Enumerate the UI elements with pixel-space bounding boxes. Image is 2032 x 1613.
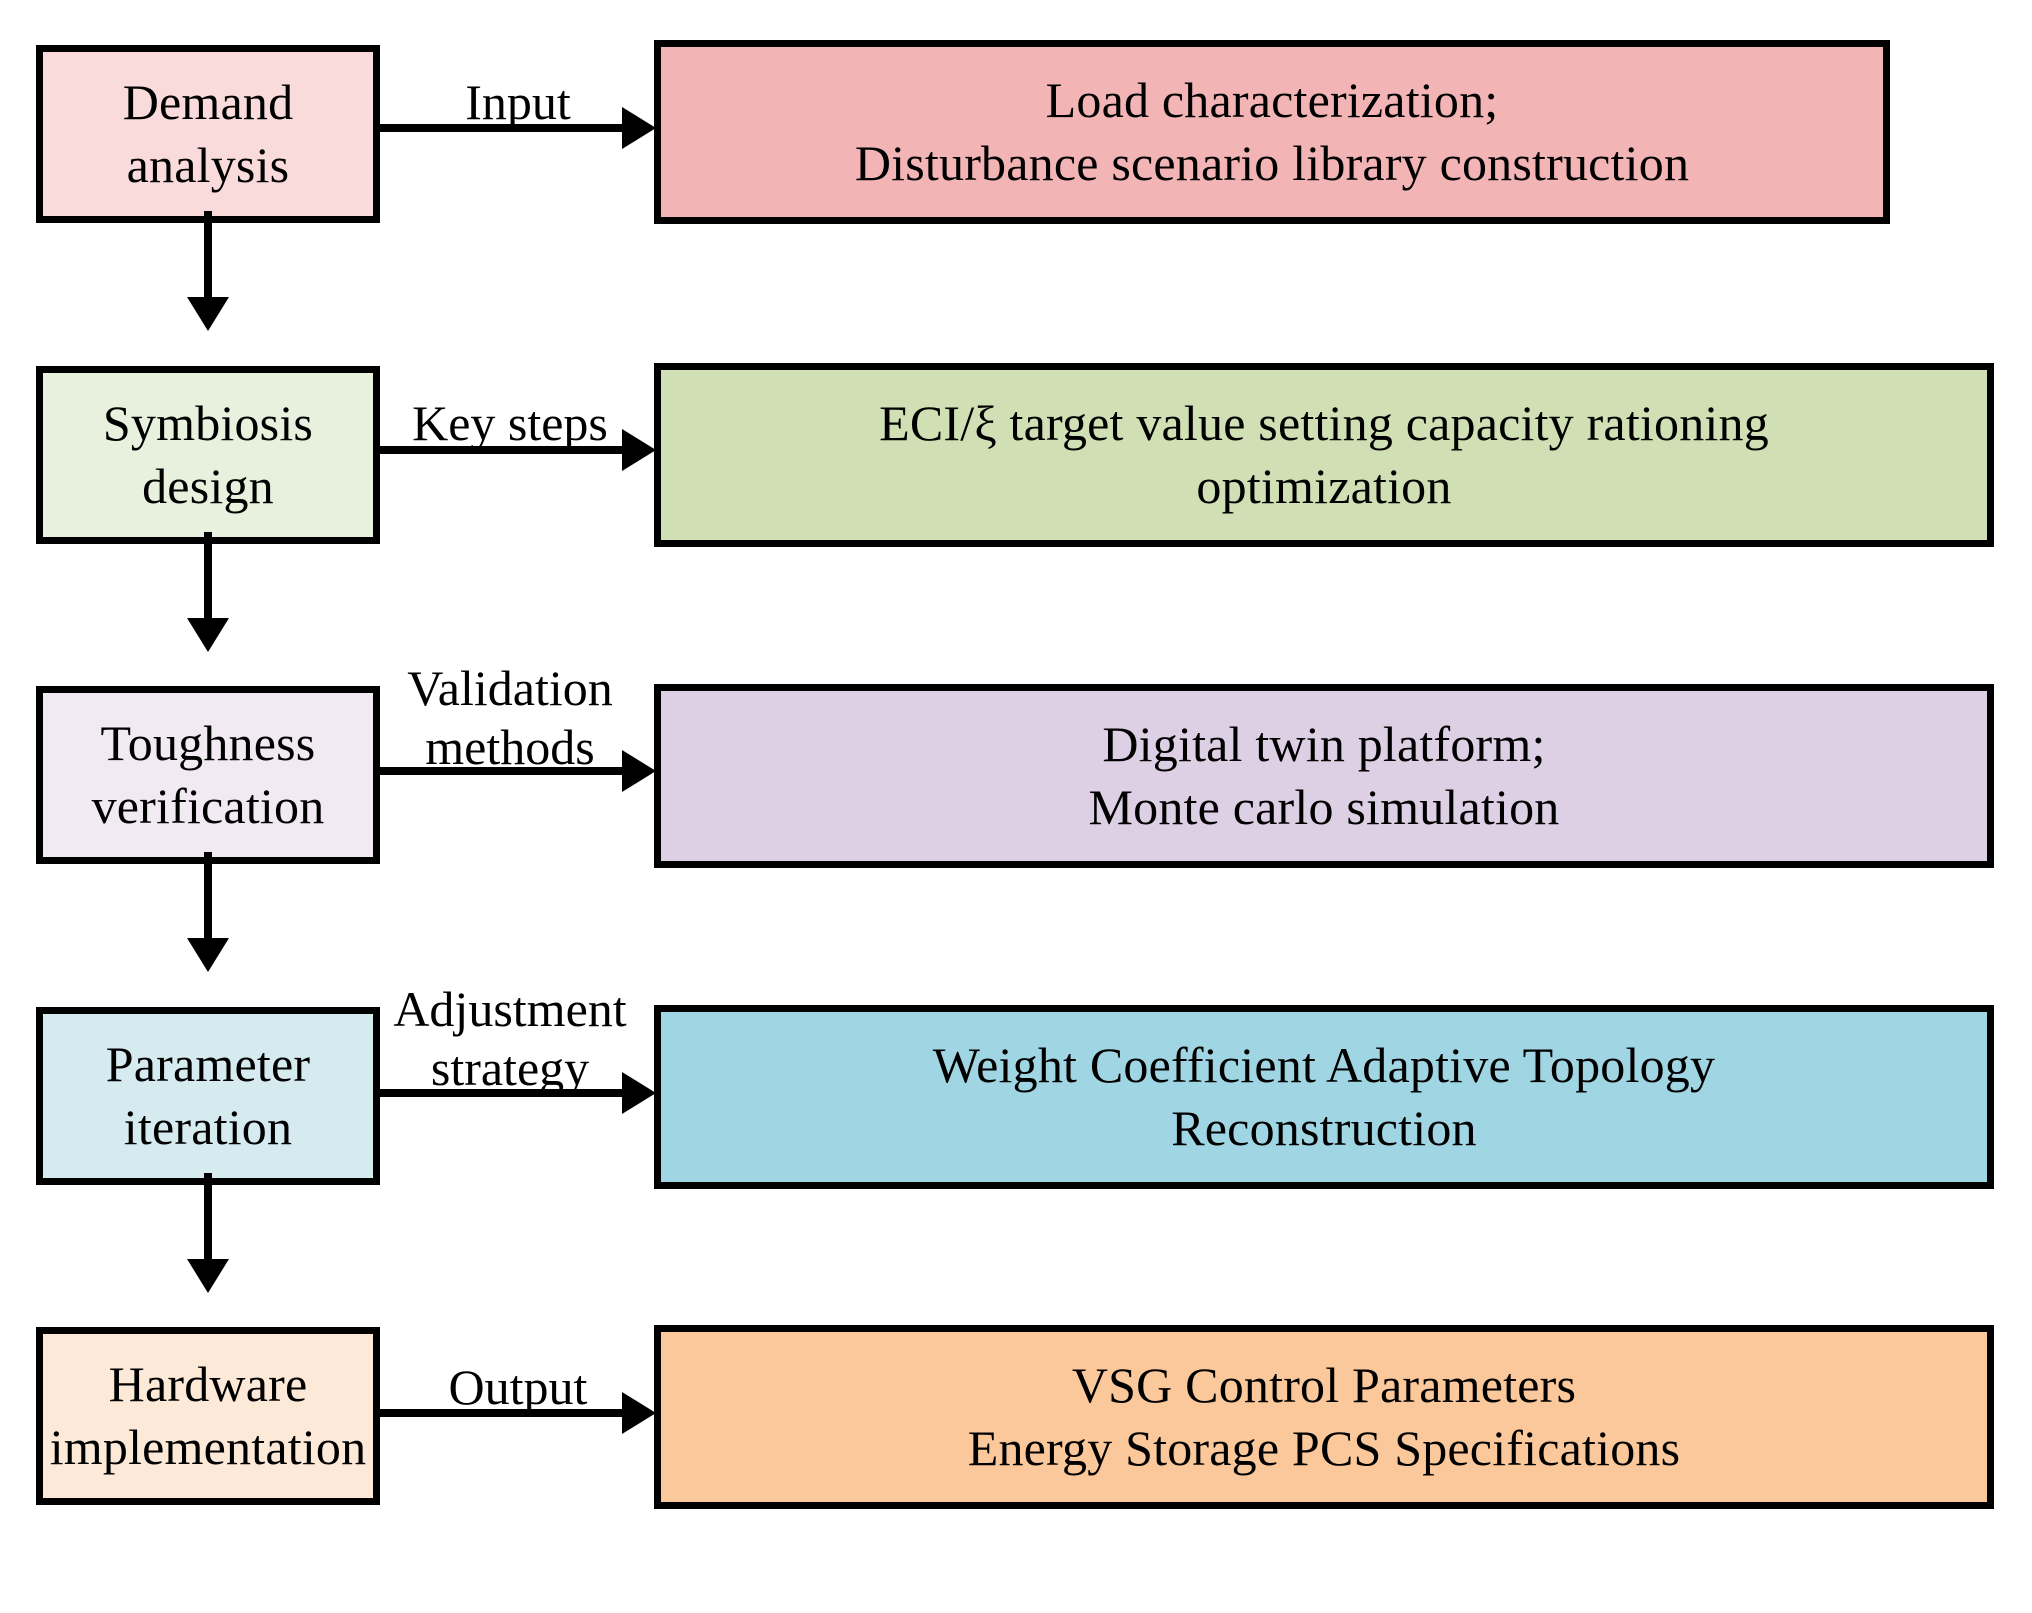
connector-line-demand-analysis bbox=[380, 124, 630, 132]
stage-box-parameter-iteration: Parameter iteration bbox=[36, 1006, 380, 1185]
detail-box-symbiosis-design: ECI/ξ target value setting capacity rati… bbox=[654, 362, 1994, 547]
connector-line-toughness-verification bbox=[380, 767, 630, 776]
connector-line-parameter-to-hardware bbox=[204, 1172, 212, 1266]
edge-label-input: Input bbox=[465, 74, 571, 130]
detail-box-hardware-implementation: VSG Control Parameters Energy Storage PC… bbox=[654, 1325, 1994, 1510]
connector-line-demand-to-symbiosis bbox=[204, 211, 212, 304]
connector-line-hardware-implementation bbox=[380, 1409, 630, 1418]
stage-box-toughness-verification: Toughness verification bbox=[36, 686, 380, 865]
edge-label-validation-methods: Validation methods bbox=[407, 660, 613, 776]
stage-box-demand-analysis: Demand analysis bbox=[36, 45, 380, 223]
connector-arrow-parameter-to-hardware bbox=[187, 1258, 229, 1293]
stage-box-symbiosis-design: Symbiosis design bbox=[36, 365, 380, 544]
edge-label-adjustment-strategy: Adjustment strategy bbox=[393, 980, 627, 1096]
connector-line-symbiosis-design bbox=[380, 445, 630, 454]
edge-label-output: Output bbox=[448, 1359, 588, 1416]
detail-box-demand-analysis: Load characterization; Disturbance scena… bbox=[654, 40, 1890, 224]
connector-arrow-parameter-iteration bbox=[622, 1071, 656, 1114]
connector-line-parameter-iteration bbox=[380, 1088, 630, 1097]
stage-box-hardware-implementation: Hardware implementation bbox=[36, 1327, 380, 1506]
connector-line-symbiosis-to-toughness bbox=[204, 531, 212, 625]
connector-arrow-symbiosis-design bbox=[622, 428, 656, 471]
connector-arrow-demand-to-symbiosis bbox=[187, 297, 229, 331]
connector-arrow-hardware-implementation bbox=[622, 1392, 656, 1435]
connector-arrow-toughness-to-parameter bbox=[187, 938, 229, 973]
connector-arrow-demand-analysis bbox=[622, 107, 656, 149]
detail-box-parameter-iteration: Weight Coefficient Adaptive Topology Rec… bbox=[654, 1004, 1994, 1189]
detail-box-toughness-verification: Digital twin platform; Monte carlo simul… bbox=[654, 684, 1994, 869]
connector-arrow-symbiosis-to-toughness bbox=[187, 617, 229, 652]
connector-arrow-toughness-verification bbox=[622, 750, 656, 793]
connector-line-toughness-to-parameter bbox=[204, 852, 212, 946]
edge-label-key-steps: Key steps bbox=[412, 394, 608, 451]
